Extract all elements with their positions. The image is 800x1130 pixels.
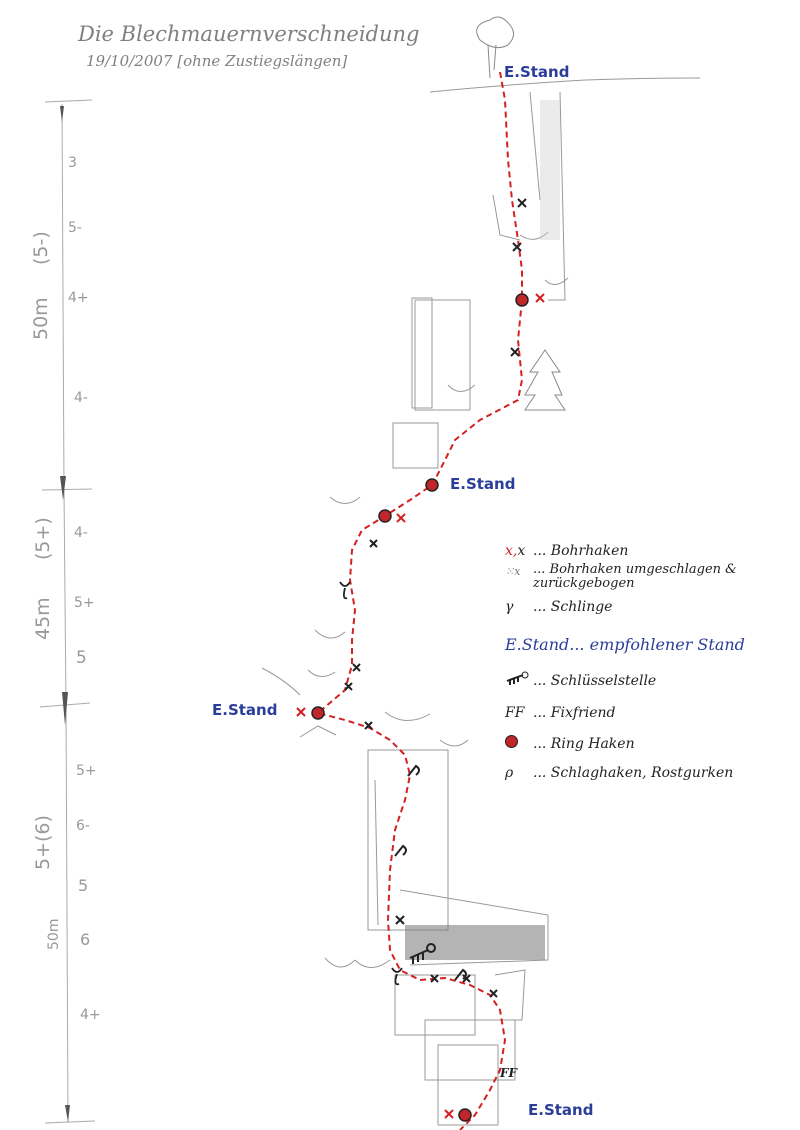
pitch-3-grade-2: 6-: [76, 818, 90, 834]
pitch-2-grade-3: 5: [76, 648, 87, 668]
piton-markers: [394, 764, 467, 981]
pitch-2-grade-2: 5+: [74, 595, 95, 611]
red-bolt-markers: [296, 293, 545, 1119]
pitch-2-grade: (5+): [32, 517, 54, 560]
bolt-markers: [344, 198, 527, 998]
ring-bolt-markers: [311, 293, 529, 1122]
ring-bolt-icon: [505, 735, 533, 752]
legend-item-crux: ... Schlüsselstelle: [505, 671, 656, 689]
stand-label-3: E.Stand: [212, 701, 278, 719]
pitch-1-grade-4: 4-: [74, 390, 88, 406]
pitch-1-grade-3: 4+: [68, 290, 89, 306]
pitch-3-grade-3: 5: [78, 876, 89, 895]
bent-bolt-icon: ⁙x: [505, 565, 521, 578]
pitch-2-length: 45m: [32, 597, 54, 640]
piton-icon: ρ: [505, 765, 514, 781]
route-line: [315, 71, 524, 1130]
legend-item-ring: ... Ring Haken: [505, 735, 635, 752]
pitch-3-grade-1: 5+: [76, 763, 97, 779]
sling-markers: [339, 581, 403, 986]
stand-symbol: E.Stand: [505, 635, 570, 654]
pitch-3-grade-4: 6: [80, 930, 91, 949]
legend-item-piton: ρ... Schlaghaken, Rostgurken: [505, 765, 734, 781]
pitch-1-grade-1: 3: [68, 155, 77, 171]
pitch-1-grade-2: 5-: [68, 220, 82, 236]
legend-item-sling: γ... Schlinge: [505, 599, 613, 615]
fixfriend-symbol: FF: [505, 705, 525, 721]
pitch-3-length: 50m: [46, 918, 62, 950]
page-title: Die Blechmauernverschneidung: [78, 22, 420, 46]
fixfriend-label: FF: [500, 1066, 518, 1080]
legend-item-stand: E.Stand... empfohlener Stand: [505, 635, 745, 654]
stand-label-top: E.Stand: [504, 63, 570, 81]
rock-features: [261, 77, 701, 1126]
legend-item-bent-bolt: ⁙x... Bohrhaken umgeschlagen & zurückgeb…: [505, 562, 737, 591]
bolt-icon: x,x: [505, 543, 526, 559]
sling-icon: γ: [505, 599, 514, 615]
tree-icon: [476, 16, 514, 79]
legend-item-bolt: x,x... Bohrhaken: [505, 543, 629, 559]
stand-label-bottom: E.Stand: [528, 1101, 594, 1119]
legend-item-fixfriend: FF... Fixfriend: [505, 705, 616, 721]
pine-tree-icon: [524, 349, 566, 411]
height-scale: [39, 99, 96, 1124]
pitch-3-grade-5: 4+: [80, 1007, 101, 1023]
pitch-1-length: 50m: [30, 297, 52, 340]
pitch-2-grade-1: 4-: [74, 525, 88, 541]
overhang-shading: [405, 100, 560, 960]
page-subtitle: 19/10/2007 [ohne Zustiegslängen]: [86, 52, 348, 70]
pitch-1-grade: (5-): [30, 231, 52, 265]
pitch-3-grade: 5+(6): [32, 815, 54, 870]
stand-label-2: E.Stand: [450, 475, 516, 493]
crux-key-icon: [409, 943, 436, 964]
crux-key-icon: [505, 671, 533, 689]
